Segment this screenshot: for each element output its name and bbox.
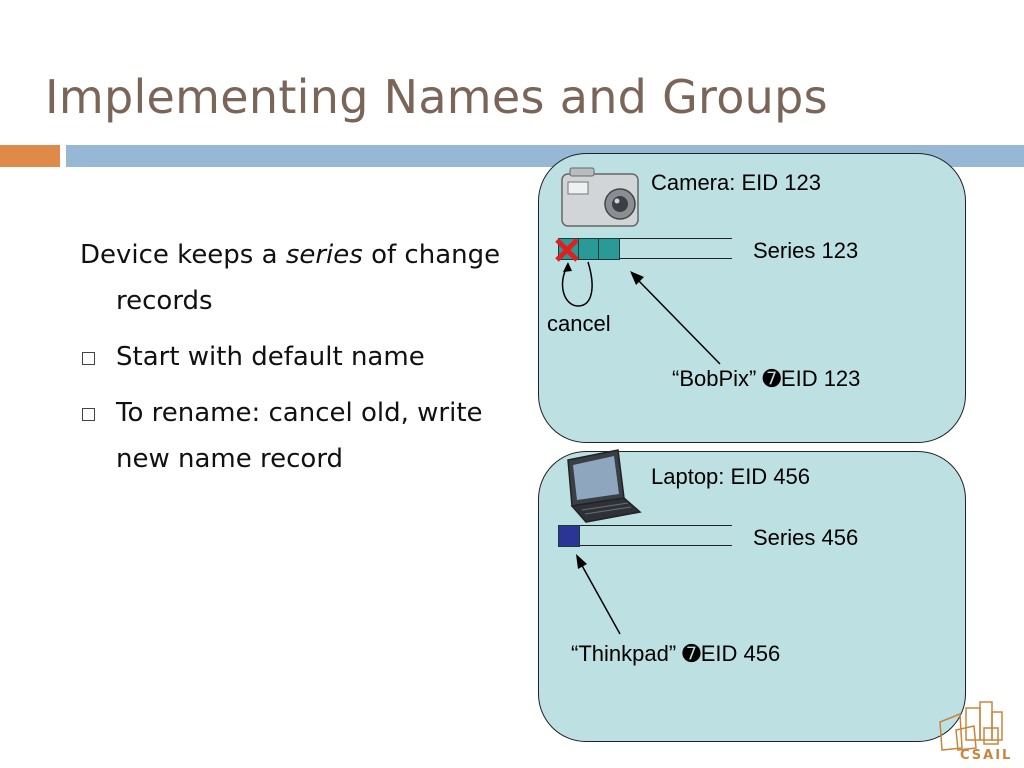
series-456-bottom-line bbox=[560, 545, 732, 546]
thinkpad-record-label: “Thinkpad” ➐EID 456 bbox=[571, 641, 781, 666]
bullet-square-icon bbox=[82, 352, 95, 365]
bullet-item: Start with default name bbox=[80, 334, 520, 380]
series-123-top-line bbox=[560, 238, 732, 239]
record-cell-thinkpad bbox=[558, 525, 580, 547]
bullet-square-icon bbox=[82, 408, 95, 421]
bobpix-record-label: “BobPix” ➐EID 123 bbox=[672, 366, 861, 391]
bullet-item: To rename: cancel old, write new name re… bbox=[80, 390, 520, 482]
csail-logo-text: CSAIL bbox=[960, 748, 1013, 763]
title-accent-orange-bar bbox=[0, 145, 60, 167]
intro-paragraph: Device keeps a series of change records bbox=[80, 232, 520, 324]
bullet-text: To rename: cancel old, write new name re… bbox=[116, 398, 483, 474]
intro-text-emphasis: series bbox=[285, 240, 363, 270]
series-123-label: Series 123 bbox=[753, 238, 859, 263]
series-456-top-line bbox=[560, 525, 732, 526]
intro-text-suffix: of change records bbox=[116, 240, 501, 316]
body-text: Device keeps a series of change records … bbox=[80, 232, 520, 492]
slide-title: Implementing Names and Groups bbox=[45, 70, 828, 124]
bullet-text: Start with default name bbox=[116, 342, 425, 372]
laptop-header: Laptop: EID 456 bbox=[651, 464, 811, 489]
series-456-label: Series 456 bbox=[753, 525, 859, 550]
series-123-bottom-line bbox=[560, 258, 732, 259]
intro-text-prefix: Device keeps a bbox=[80, 240, 286, 270]
cancel-label: cancel bbox=[547, 311, 611, 336]
camera-header: Camera: EID 123 bbox=[651, 170, 821, 195]
record-cell-bobpix bbox=[598, 238, 620, 260]
